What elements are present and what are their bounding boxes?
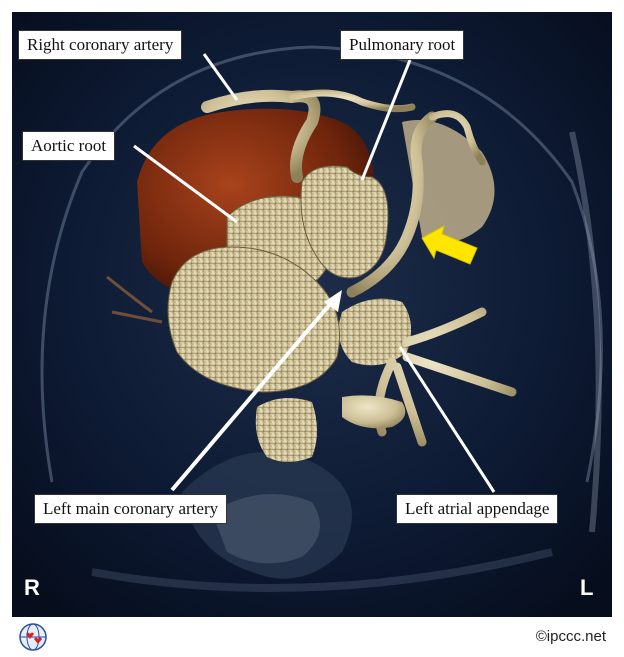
orientation-left-marker: L [580, 575, 594, 600]
copyright-text: ©ipccc.net [535, 628, 606, 645]
label-right-coronary-artery: Right coronary artery [18, 30, 183, 60]
ipccc-globe-logo-icon [14, 622, 52, 652]
heart-rendering [12, 12, 612, 617]
yellow-arrow-icon [421, 225, 478, 265]
orientation-right-marker: R [24, 575, 40, 600]
label-left-atrial-appendage: Left atrial appendage [396, 494, 559, 524]
ct-3d-reconstruction-image: R L [12, 12, 612, 617]
label-left-main-coronary-artery: Left main coronary artery [34, 494, 228, 524]
label-aortic-root: Aortic root [22, 131, 116, 161]
label-pulmonary-root: Pulmonary root [340, 30, 465, 60]
